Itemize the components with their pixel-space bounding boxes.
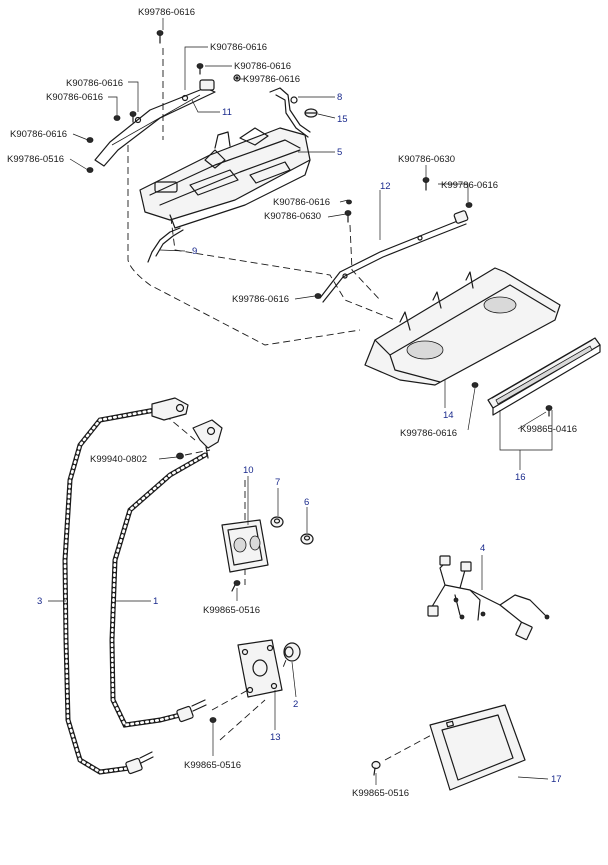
part-8-rod bbox=[269, 87, 311, 138]
callout-13: 13 bbox=[270, 732, 281, 743]
callout-17: 17 bbox=[551, 774, 562, 785]
part-10-switch-plate bbox=[221, 519, 269, 573]
screw bbox=[465, 202, 473, 208]
part-number-label: K90786-0616 bbox=[273, 197, 330, 208]
screw bbox=[346, 199, 352, 205]
screw bbox=[196, 63, 204, 75]
part-number-label: K99786-0616 bbox=[138, 7, 195, 18]
screw bbox=[314, 293, 322, 299]
part-3-cable bbox=[62, 397, 189, 775]
callout-9: 9 bbox=[192, 246, 197, 257]
part-number-labels: K99786-0616 K90786-0616 K90786-0616 K997… bbox=[7, 7, 577, 799]
screw bbox=[371, 760, 381, 776]
part-7-nut bbox=[270, 516, 284, 528]
callout-11: 11 bbox=[222, 107, 232, 118]
part-number-label: K90786-0616 bbox=[66, 78, 123, 89]
callout-7: 7 bbox=[275, 477, 280, 488]
callout-2: 2 bbox=[293, 699, 298, 710]
part-15-clip bbox=[304, 108, 318, 118]
part-number-label: K90786-0616 bbox=[234, 61, 291, 72]
part-6-nut bbox=[300, 533, 314, 545]
part-number-label: K90786-0630 bbox=[398, 154, 455, 165]
callout-4: 4 bbox=[480, 543, 485, 554]
part-number-label: K99786-0616 bbox=[243, 74, 300, 85]
callout-5: 5 bbox=[337, 147, 342, 158]
screw bbox=[176, 452, 184, 460]
screw bbox=[209, 717, 217, 723]
screw bbox=[344, 210, 352, 223]
callout-6: 6 bbox=[304, 497, 309, 508]
part-9-lead bbox=[147, 227, 184, 263]
screw bbox=[231, 580, 241, 592]
part-11-bracket bbox=[94, 79, 216, 167]
part-number-label: K99786-0616 bbox=[441, 180, 498, 191]
callout-16: 16 bbox=[515, 472, 526, 483]
part-number-label: K99786-0616 bbox=[232, 294, 289, 305]
screw bbox=[86, 167, 94, 173]
callout-12: 12 bbox=[380, 181, 391, 192]
part-14-tray bbox=[364, 267, 561, 386]
part-number-label: K90786-0616 bbox=[210, 42, 267, 53]
part-number-label: K99865-0516 bbox=[203, 605, 260, 616]
assembly-dashed-lines bbox=[127, 48, 451, 761]
part-number-label: K99786-0516 bbox=[7, 154, 64, 165]
screw bbox=[471, 382, 479, 388]
screw bbox=[545, 405, 553, 417]
callout-1: 1 bbox=[153, 596, 158, 607]
screw bbox=[113, 115, 121, 121]
callout-10: 10 bbox=[243, 465, 254, 476]
part-5-lamp-housing bbox=[139, 127, 311, 229]
part-12-rod bbox=[319, 210, 469, 303]
callout-numbers: 11 8 15 5 12 9 14 16 10 7 6 3 1 4 2 13 1… bbox=[37, 92, 562, 785]
part-number-label: K99940-0802 bbox=[90, 454, 147, 465]
part-number-label: K99865-0516 bbox=[184, 760, 241, 771]
part-4-harness bbox=[427, 555, 550, 641]
part-number-label: K90786-0616 bbox=[10, 129, 67, 140]
callout-15: 15 bbox=[337, 114, 348, 125]
leader-lines bbox=[48, 18, 553, 785]
part-number-label: K99786-0616 bbox=[400, 428, 457, 439]
part-16-lens-strip bbox=[487, 337, 601, 416]
part-number-label: K99865-0416 bbox=[520, 424, 577, 435]
part-number-label: K99865-0516 bbox=[352, 788, 409, 799]
callout-8: 8 bbox=[337, 92, 342, 103]
screw bbox=[86, 137, 94, 143]
callout-14: 14 bbox=[443, 410, 454, 421]
part-1-cable bbox=[109, 419, 223, 728]
part-number-label: K90786-0630 bbox=[264, 211, 321, 222]
part-13-plate bbox=[237, 639, 283, 698]
callout-3: 3 bbox=[37, 596, 42, 607]
screw bbox=[233, 74, 241, 82]
part-17-gasket bbox=[429, 704, 526, 791]
part-number-label: K90786-0616 bbox=[46, 92, 103, 103]
screw bbox=[422, 177, 430, 191]
screw bbox=[129, 111, 137, 123]
part-2-grommet bbox=[283, 642, 301, 662]
screw bbox=[156, 30, 164, 44]
